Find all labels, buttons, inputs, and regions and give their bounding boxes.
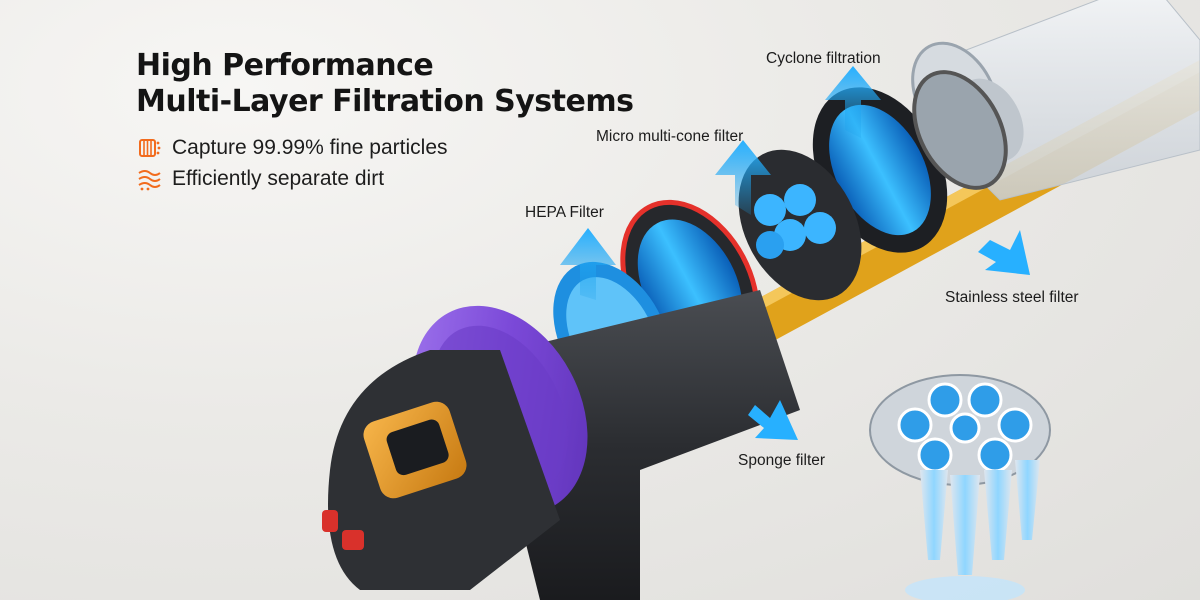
vacuum-body (322, 290, 800, 600)
headline-line-1: High Performance (136, 48, 434, 83)
feature-item: Efficiently separate dirt (136, 163, 448, 194)
airflow-separation-icon (136, 166, 162, 192)
callout-sponge-filter: Sponge filter (738, 452, 826, 469)
multi-cone-inset (869, 374, 1051, 600)
callout-cyclone-filtration: Cyclone filtration (766, 50, 881, 67)
filter-particles-icon (136, 135, 162, 161)
feature-item: Capture 99.99% fine particles (136, 132, 448, 163)
power-button-icon (322, 510, 338, 532)
airflow-arrows (560, 66, 1030, 440)
headline-line-2: Multi-Layer Filtration Systems (136, 84, 634, 119)
callout-hepa-filter: HEPA Filter (525, 204, 604, 221)
headline: High Performance Multi-Layer Filtration … (136, 48, 634, 120)
feature-list: Capture 99.99% fine particles Efficientl… (136, 132, 448, 194)
micro-cone-part (738, 149, 862, 301)
callout-micro-multi-cone-filter: Micro multi-cone filter (596, 128, 744, 145)
callout-stainless-steel-filter: Stainless steel filter (945, 289, 1079, 306)
feature-label: Efficiently separate dirt (172, 166, 385, 190)
feature-label: Capture 99.99% fine particles (172, 135, 448, 159)
